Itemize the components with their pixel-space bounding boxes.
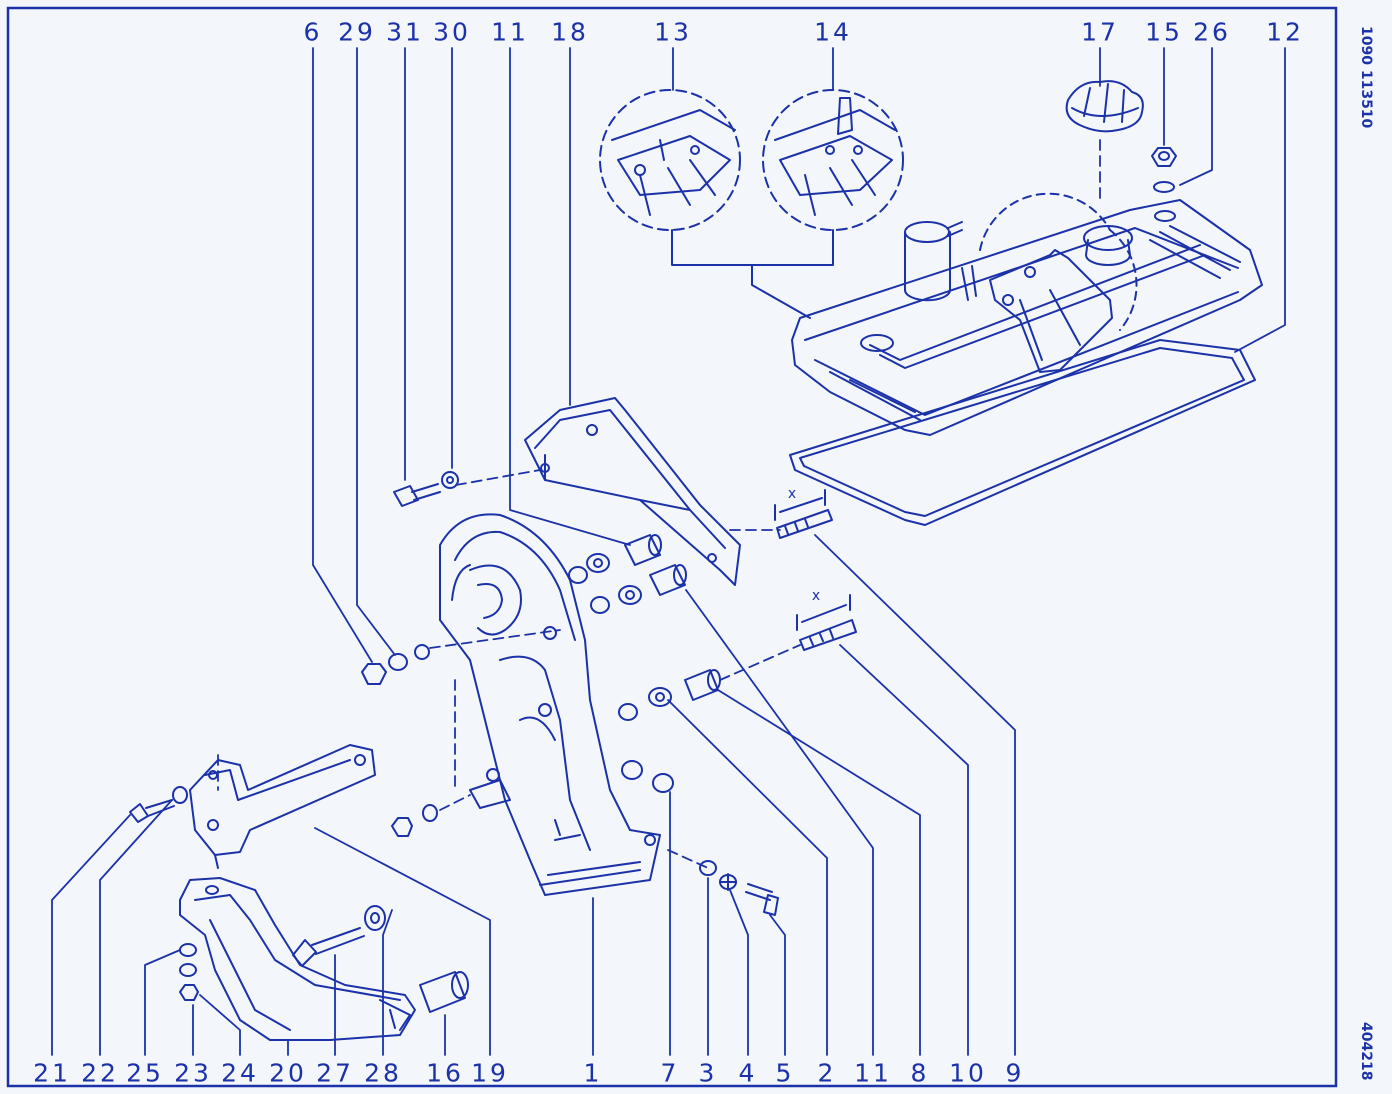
bottom-callout-28: 28 bbox=[364, 1058, 402, 1088]
engine-mount-arm bbox=[179, 877, 416, 1041]
lower-timing-cover bbox=[439, 513, 661, 896]
bottom-callout-2: 2 bbox=[817, 1058, 837, 1088]
top-callout-15: 15 bbox=[1145, 17, 1183, 47]
top-callout-13: 13 bbox=[654, 17, 692, 47]
stud-length-label-upper: x bbox=[787, 486, 797, 502]
detail-view-14 bbox=[762, 89, 904, 231]
bottom-callout-27: 27 bbox=[316, 1058, 354, 1088]
bottom-callout-21: 21 bbox=[33, 1058, 71, 1088]
top-callout-12: 12 bbox=[1266, 17, 1304, 47]
drawing-number-top: 1090 113510 bbox=[1358, 26, 1374, 129]
top-callout-6: 6 bbox=[303, 17, 323, 47]
nut-and-washer bbox=[1151, 147, 1177, 193]
bottom-callout-23: 23 bbox=[174, 1058, 212, 1088]
top-callout-29: 29 bbox=[338, 17, 376, 47]
rubber-grommets bbox=[568, 553, 674, 793]
bottom-callout-11: 11 bbox=[854, 1058, 892, 1088]
bottom-callout-9: 9 bbox=[1005, 1058, 1025, 1088]
bottom-callout-5: 5 bbox=[775, 1058, 795, 1088]
bottom-callout-25: 25 bbox=[126, 1058, 164, 1088]
valve-cover bbox=[791, 192, 1263, 436]
bottom-callout-20: 20 bbox=[269, 1058, 307, 1088]
top-callout-11: 11 bbox=[491, 17, 529, 47]
cover-gasket bbox=[789, 339, 1256, 526]
drawing-number-bottom: 404218 bbox=[1358, 1022, 1374, 1081]
bottom-callout-16: 16 bbox=[426, 1058, 464, 1088]
studs bbox=[774, 489, 857, 651]
detail-view-13 bbox=[599, 89, 741, 231]
stud-length-label-lower: x bbox=[811, 588, 821, 604]
bottom-callout-8: 8 bbox=[910, 1058, 930, 1088]
fasteners bbox=[129, 471, 779, 1001]
spacer-sleeves bbox=[419, 534, 721, 1013]
top-callout-26: 26 bbox=[1193, 17, 1231, 47]
detail-bracket bbox=[671, 229, 834, 319]
top-callout-17: 17 bbox=[1081, 17, 1119, 47]
bottom-callout-7: 7 bbox=[660, 1058, 680, 1088]
drawing-frame bbox=[6, 6, 1338, 1088]
leader-lines bbox=[51, 47, 1286, 1056]
upper-timing-cover bbox=[524, 397, 741, 586]
filler-cap bbox=[1065, 80, 1144, 133]
top-callout-14: 14 bbox=[814, 17, 852, 47]
bottom-callout-1: 1 bbox=[583, 1058, 603, 1088]
bottom-callout-4: 4 bbox=[738, 1058, 758, 1088]
top-callout-31: 31 bbox=[386, 17, 424, 47]
bottom-callout-22: 22 bbox=[81, 1058, 119, 1088]
bottom-callout-10: 10 bbox=[949, 1058, 987, 1088]
bottom-callout-3: 3 bbox=[698, 1058, 718, 1088]
top-callout-30: 30 bbox=[433, 17, 471, 47]
bottom-callout-24: 24 bbox=[221, 1058, 259, 1088]
top-callout-18: 18 bbox=[551, 17, 589, 47]
bottom-callout-19: 19 bbox=[471, 1058, 509, 1088]
